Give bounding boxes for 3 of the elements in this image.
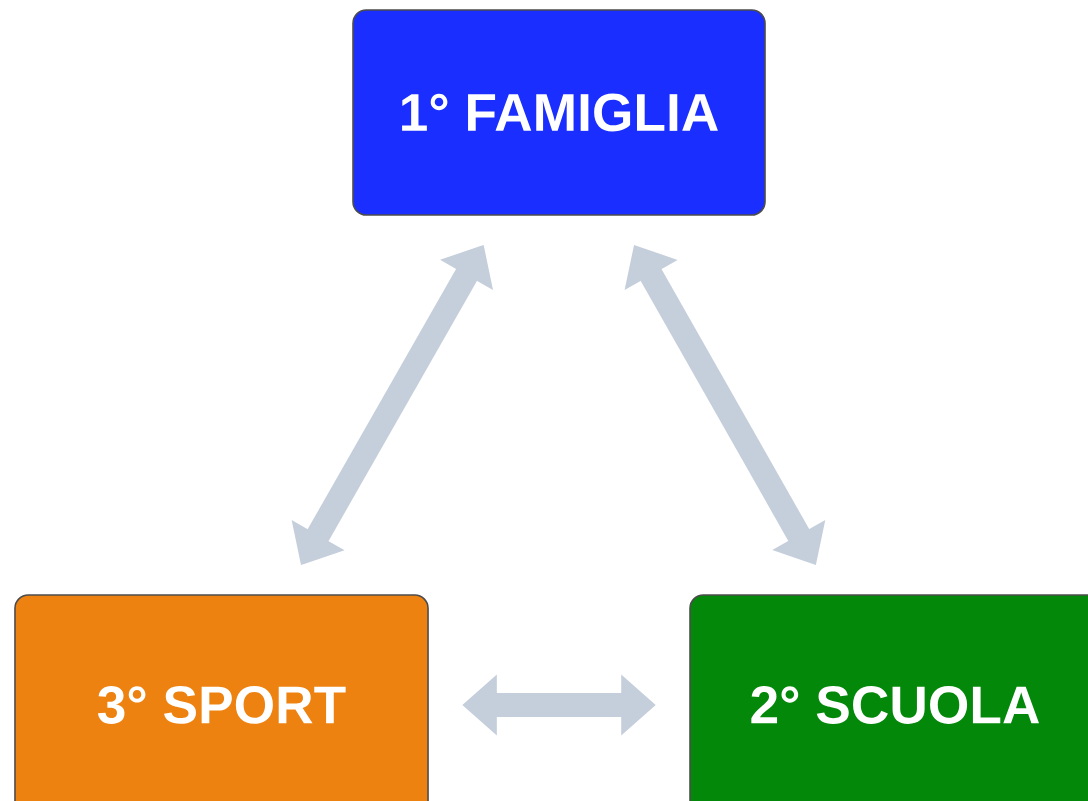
label-box: 2° SCUOLA — [689, 594, 1088, 801]
label-box: 3° SPORT — [14, 594, 429, 801]
label-box: 1° FAMIGLIA — [352, 9, 766, 216]
